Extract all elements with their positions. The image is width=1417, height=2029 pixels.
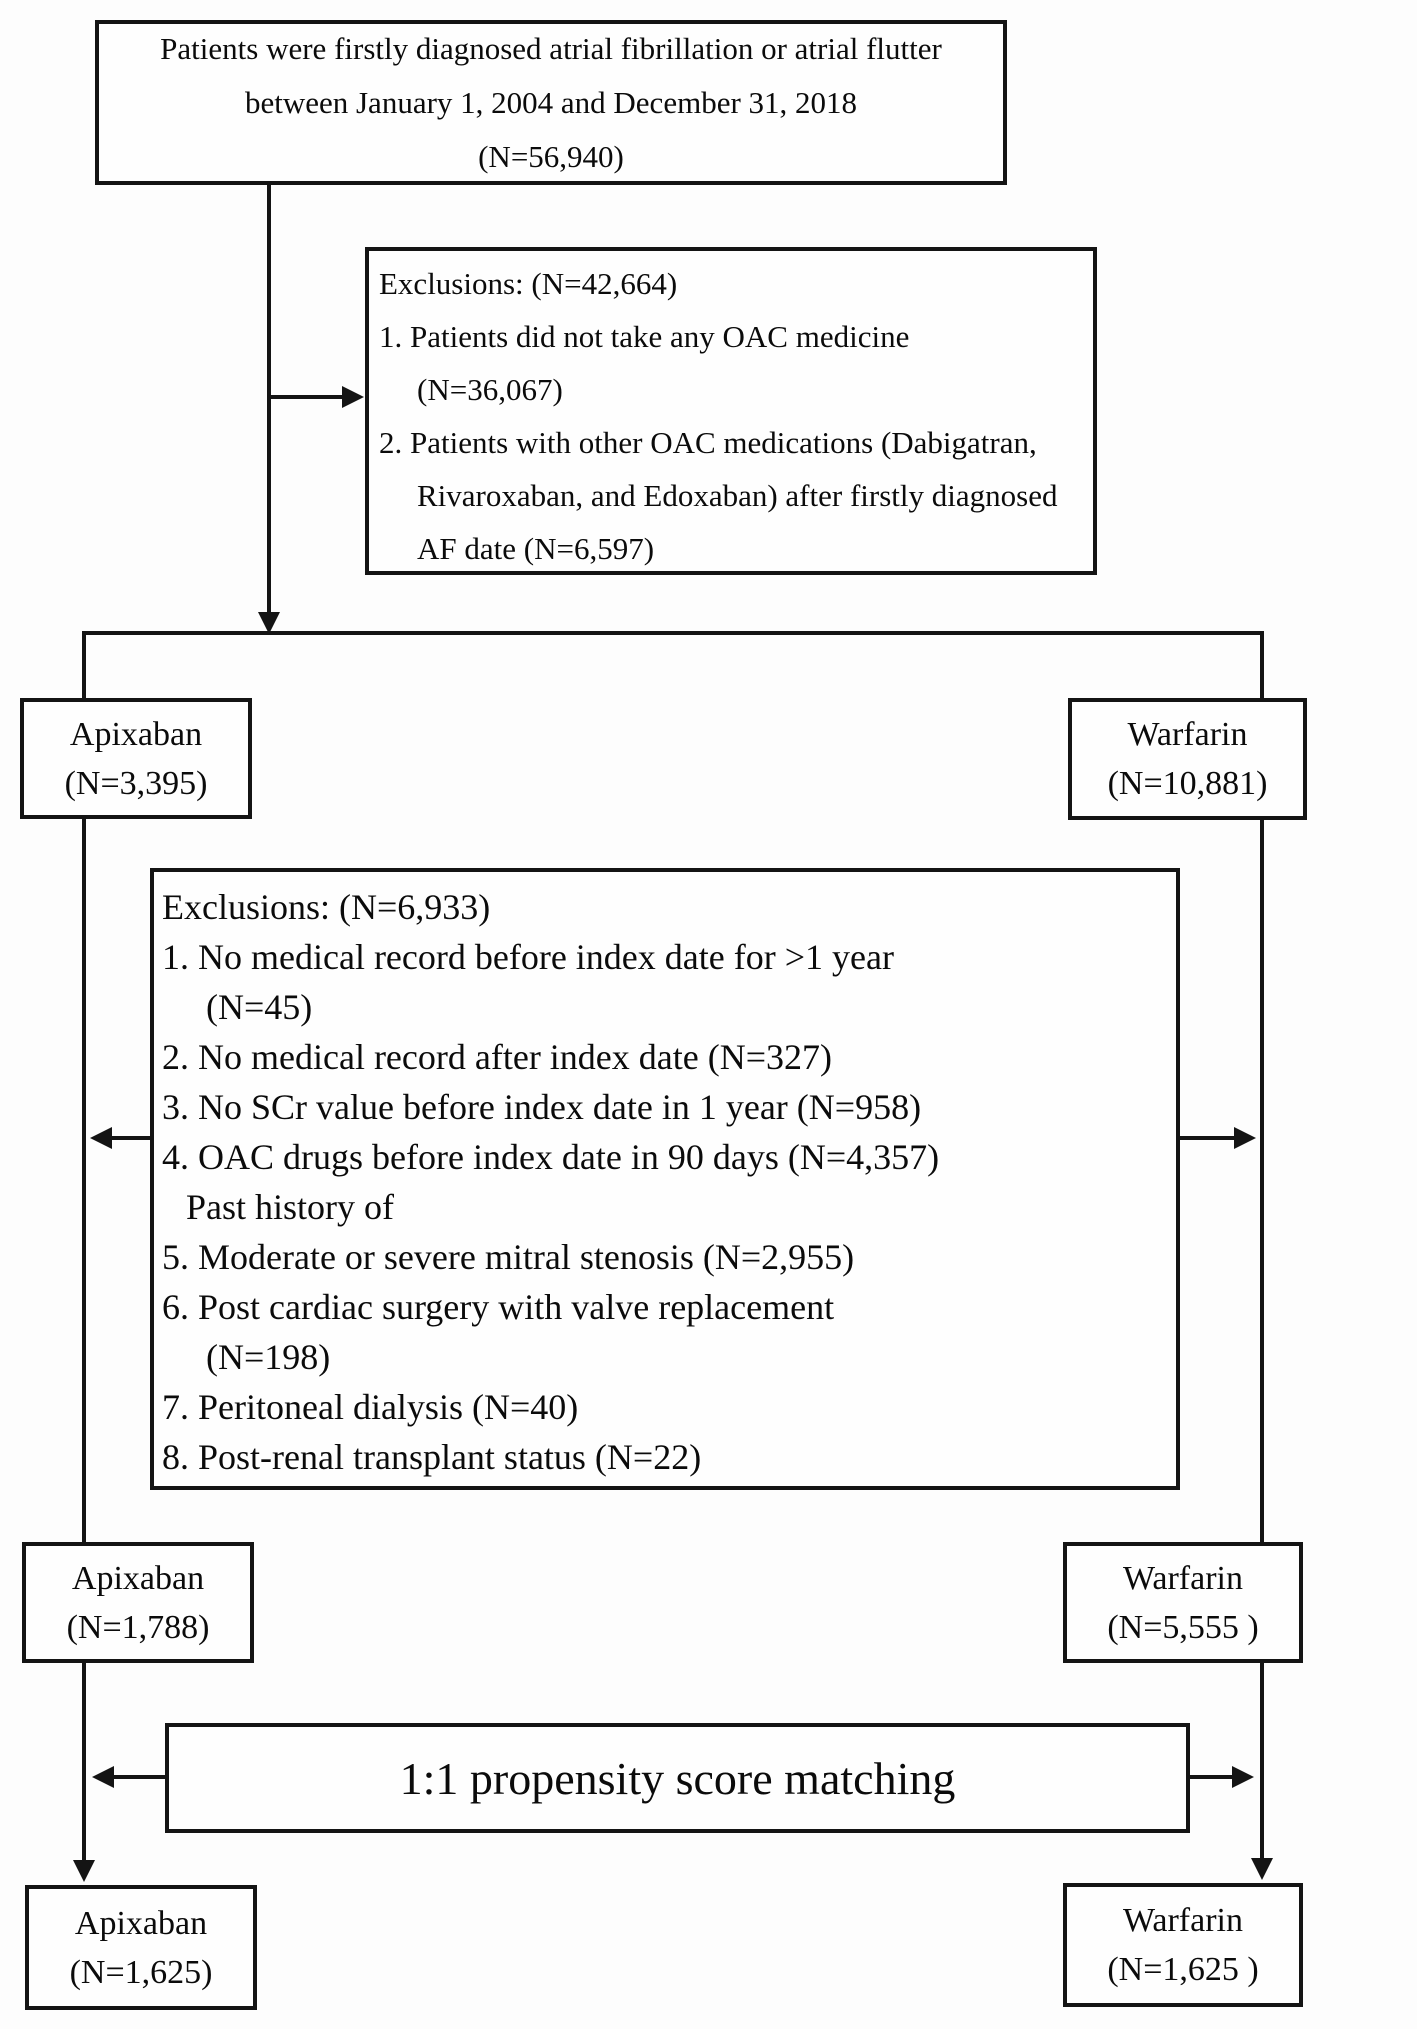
arrowhead-down-warfarin-matched-icon [1251, 1858, 1273, 1880]
warfarin-initial-name: Warfarin [1127, 716, 1248, 753]
exclusions-initial-item-2-cont2: AF date (N=6,597) [417, 531, 655, 566]
arrowhead-right-exclusions-second-icon [1234, 1127, 1256, 1149]
title-line-3: (N=56,940) [478, 138, 624, 174]
arrowhead-down-split-icon [258, 612, 280, 634]
exclusions-second-box: Exclusions: (N=6,933) 1. No medical reco… [150, 868, 1180, 1490]
exclusions-second-item-6-cont: (N=198) [206, 1337, 331, 1377]
warfarin-initial-box: Warfarin (N=10,881) [1068, 698, 1307, 820]
exclusions-second-item-1-cont: (N=45) [206, 987, 313, 1027]
exclusions-second-item-8: 8. Post-renal transplant status (N=22) [162, 1437, 702, 1477]
apixaban-initial-n: (N=3,395) [64, 764, 208, 802]
warfarin-eligible-name: Warfarin [1123, 1559, 1243, 1597]
arrowhead-down-apixaban-matched-icon [73, 1860, 95, 1882]
arrowhead-left-exclusions-second-icon [90, 1127, 112, 1149]
apixaban-matched-name: Apixaban [74, 1904, 208, 1942]
title-line-2: between January 1, 2004 and December 31,… [244, 84, 858, 120]
arrowhead-right-exclusions-initial-icon [342, 386, 364, 408]
exclusions-initial-item-1: 1. Patients did not take any OAC medicin… [379, 319, 910, 354]
exclusions-second-item-1: 1. No medical record before index date f… [162, 937, 894, 977]
propensity-matching-box: 1:1 propensity score matching [165, 1723, 1190, 1833]
exclusions-initial-item-2: 2. Patients with other OAC medications (… [379, 425, 1037, 460]
exclusions-initial-item-1-cont: (N=36,067) [417, 372, 563, 407]
warfarin-matched-n: (N=1,625 ) [1107, 1951, 1259, 1988]
apixaban-eligible-box: Apixaban (N=1,788) [22, 1542, 254, 1663]
exclusions-second-past-history-label: Past history of [186, 1187, 395, 1227]
exclusions-second-item-6: 6. Post cardiac surgery with valve repla… [162, 1287, 835, 1327]
arrowhead-right-matching-icon [1232, 1766, 1254, 1788]
apixaban-eligible-n: (N=1,788) [66, 1608, 210, 1646]
exclusions-second-item-5: 5. Moderate or severe mitral stenosis (N… [162, 1237, 855, 1277]
exclusions-second-item-7: 7. Peritoneal dialysis (N=40) [162, 1387, 579, 1427]
exclusions-initial-heading: Exclusions: (N=42,664) [379, 266, 678, 301]
warfarin-initial-n: (N=10,881) [1107, 765, 1268, 802]
apixaban-initial-name: Apixaban [69, 715, 203, 753]
title-box: Patients were firstly diagnosed atrial f… [95, 20, 1007, 185]
exclusions-initial-box: Exclusions: (N=42,664) 1. Patients did n… [365, 247, 1097, 575]
exclusions-second-heading: Exclusions: (N=6,933) [162, 887, 491, 927]
exclusions-initial-item-2-cont: Rivaroxaban, and Edoxaban) after firstly… [417, 478, 1058, 513]
warfarin-matched-name: Warfarin [1123, 1902, 1243, 1939]
apixaban-eligible-name: Apixaban [71, 1559, 205, 1597]
exclusions-second-item-4: 4. OAC drugs before index date in 90 day… [162, 1137, 940, 1177]
warfarin-matched-box: Warfarin (N=1,625 ) [1063, 1883, 1303, 2007]
exclusions-second-item-3: 3. No SCr value before index date in 1 y… [162, 1087, 922, 1127]
apixaban-matched-n: (N=1,625) [69, 1953, 213, 1991]
propensity-matching-label: 1:1 propensity score matching [399, 1752, 956, 1804]
title-line-1: Patients were firstly diagnosed atrial f… [160, 30, 942, 66]
arrowhead-left-matching-icon [92, 1766, 114, 1788]
warfarin-eligible-box: Warfarin (N=5,555 ) [1063, 1542, 1303, 1663]
apixaban-initial-box: Apixaban (N=3,395) [20, 698, 252, 819]
exclusions-second-item-2: 2. No medical record after index date (N… [162, 1037, 833, 1077]
apixaban-matched-box: Apixaban (N=1,625) [25, 1885, 257, 2010]
warfarin-eligible-n: (N=5,555 ) [1107, 1608, 1259, 1646]
